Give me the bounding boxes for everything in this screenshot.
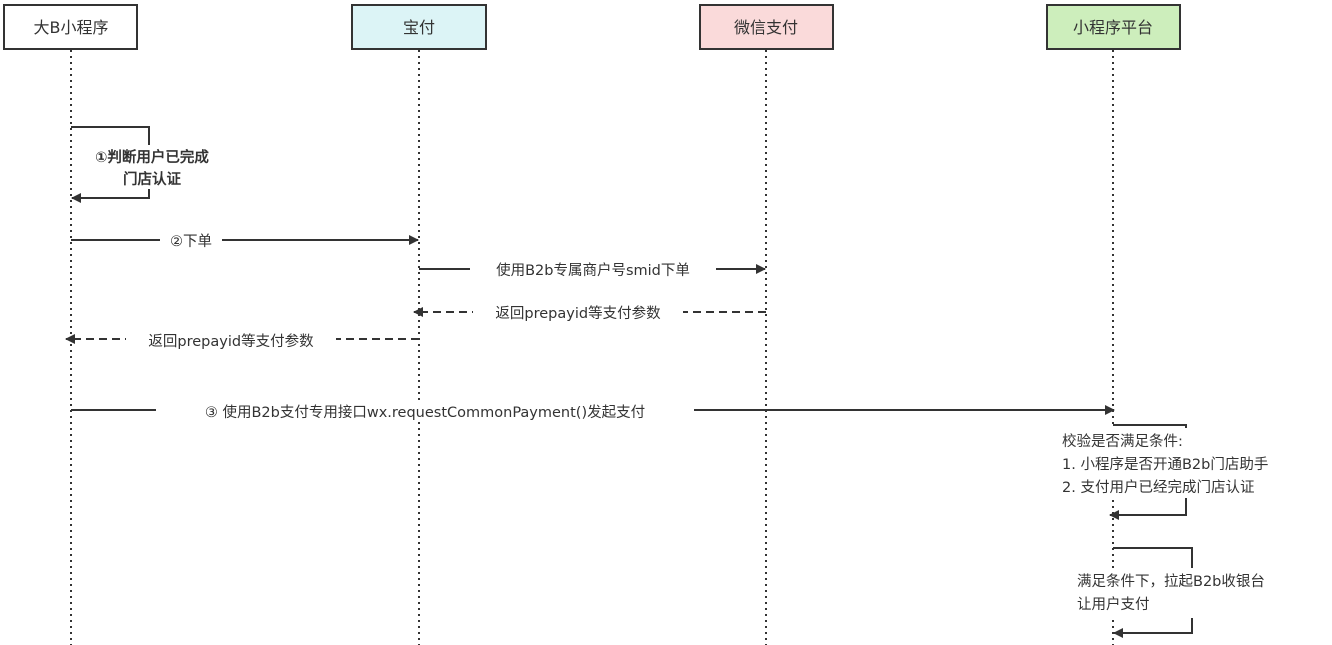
message-label: 返回prepayid等支付参数 [495, 304, 661, 322]
self-message-label-line1: ①判断用户已完成 [95, 148, 209, 166]
message-request-payment: ③ 使用B2b支付专用接口wx.requestCommonPayment()发起… [71, 401, 1115, 421]
self-message-verify-conditions: 校验是否满足条件: 1. 小程序是否开通B2b门店助手 2. 支付用户已经完成门… [1058, 424, 1320, 520]
message-label: ③ 使用B2b支付专用接口wx.requestCommonPayment()发起… [205, 404, 645, 421]
self-message-label-line2: 门店认证 [123, 170, 181, 188]
participant-label: 大B小程序 [34, 18, 109, 37]
message-label: 返回prepayid等支付参数 [148, 332, 314, 350]
verify-item-1: 1. 小程序是否开通B2b门店助手 [1062, 456, 1268, 473]
self-message-open-cashier: 满足条件下，拉起B2b收银台 让用户支付 [1073, 547, 1317, 638]
message-order-smid: 使用B2b专属商户号smid下单 [419, 260, 766, 279]
message-place-order: ②下单 [71, 231, 419, 250]
participant-baofu: 宝付 [351, 4, 487, 50]
participant-wechat-pay: 微信支付 [699, 4, 834, 50]
message-return-prepay-baofu: 返回prepayid等支付参数 [65, 330, 419, 350]
message-label: ②下单 [170, 233, 212, 250]
cashier-line-2: 让用户支付 [1077, 596, 1150, 613]
participant-label: 小程序平台 [1073, 18, 1153, 37]
participant-mini-program: 大B小程序 [3, 4, 138, 50]
self-message-check-certification: ①判断用户已完成 门店认证 [71, 126, 226, 203]
cashier-line-1: 满足条件下，拉起B2b收银台 [1077, 573, 1265, 590]
participant-label: 宝付 [403, 18, 435, 37]
participant-label: 微信支付 [734, 18, 798, 37]
participant-platform: 小程序平台 [1046, 4, 1181, 50]
verify-item-2: 2. 支付用户已经完成门店认证 [1062, 479, 1254, 496]
message-label: 使用B2b专属商户号smid下单 [496, 262, 690, 279]
verify-title: 校验是否满足条件: [1062, 433, 1183, 450]
message-return-prepay-wechat: 返回prepayid等支付参数 [413, 303, 766, 322]
